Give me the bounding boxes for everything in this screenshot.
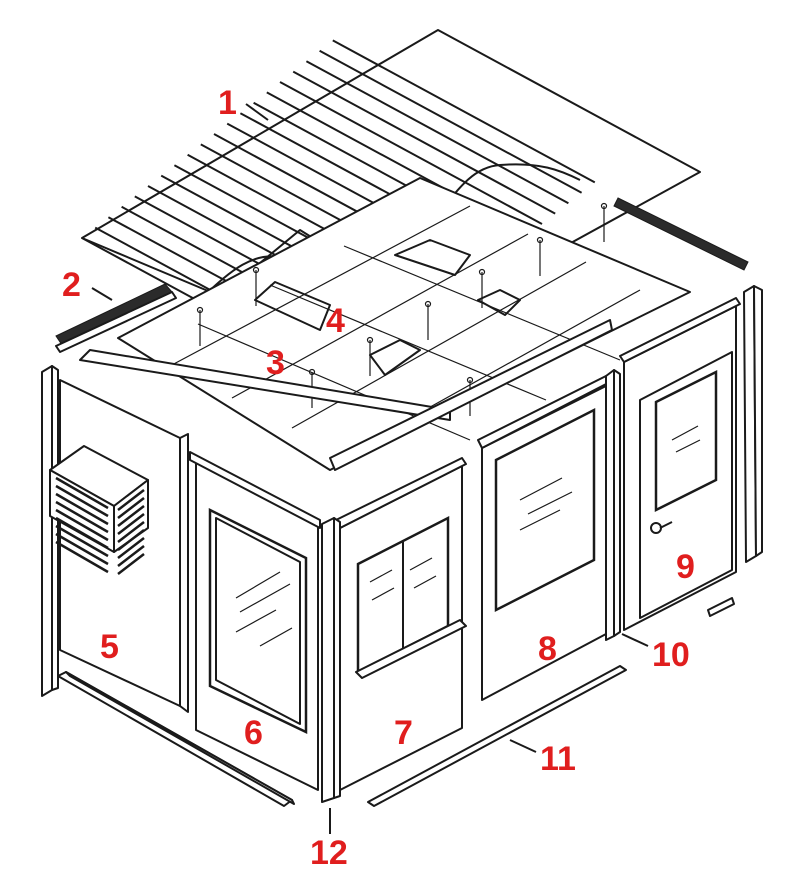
roof-edge-trim (55, 197, 749, 353)
ceiling-assembly (79, 177, 691, 471)
wall-panel-6 (189, 451, 321, 791)
hanger-ring (424, 300, 432, 308)
roof-rib (305, 60, 569, 205)
hvac-slat (117, 497, 145, 519)
callout-4: 4 (326, 302, 345, 340)
hvac-slat (117, 489, 145, 511)
hanger-ring (466, 376, 474, 384)
callout-7: 7 (394, 714, 413, 752)
wall-panel-8 (477, 375, 611, 701)
wall-panel-9 (619, 297, 741, 631)
callout-11: 11 (540, 740, 576, 778)
hvac-slat (117, 545, 145, 567)
hvac-slat (117, 553, 145, 575)
callout-12: 12 (310, 834, 348, 872)
callout-2: 2 (62, 266, 81, 304)
hanger-ring (366, 336, 374, 344)
callout-10: 10 (652, 636, 690, 674)
callout-8: 8 (538, 630, 557, 668)
hvac-slat (117, 513, 145, 535)
hvac-slat (55, 492, 109, 526)
hvac-slat (117, 505, 145, 527)
hvac-slat (55, 532, 109, 566)
hanger-ring (536, 236, 544, 244)
leader-lines (91, 103, 649, 834)
left-corner-post (41, 365, 59, 697)
base-channels (57, 597, 735, 807)
center-connector-post (321, 517, 341, 803)
door-corner-post (605, 369, 621, 641)
wall-panel-5 (49, 379, 189, 713)
roof-rib (319, 49, 583, 194)
hvac-slat (55, 524, 109, 558)
hvac-slat (117, 521, 145, 543)
hvac-slat (55, 516, 109, 550)
hanger-ring (308, 368, 316, 376)
hvac-slat (55, 508, 109, 542)
roof-rib (292, 70, 556, 215)
hanger-ring (196, 306, 204, 314)
callout-6: 6 (244, 714, 263, 752)
hvac-slat (55, 476, 109, 510)
callout-5: 5 (100, 628, 119, 666)
right-corner-post (743, 285, 763, 563)
hvac-slat (55, 500, 109, 534)
hanger-ring (600, 202, 608, 210)
roof-rib (279, 81, 543, 225)
hanger-ring (478, 268, 486, 276)
callout-3: 3 (266, 344, 285, 382)
callout-labels: 1 2 3 4 5 6 7 8 9 10 11 12 (62, 84, 695, 872)
callout-1: 1 (218, 84, 237, 122)
roof-rib (332, 39, 596, 184)
hvac-slat (117, 529, 145, 551)
hvac-slat (55, 540, 109, 574)
hvac-slat (117, 537, 145, 559)
callout-9: 9 (676, 548, 695, 586)
hvac-unit-icon (49, 445, 149, 575)
wall-panel-7 (335, 457, 467, 791)
hvac-slat (55, 484, 109, 518)
hanger-ring (252, 266, 260, 274)
